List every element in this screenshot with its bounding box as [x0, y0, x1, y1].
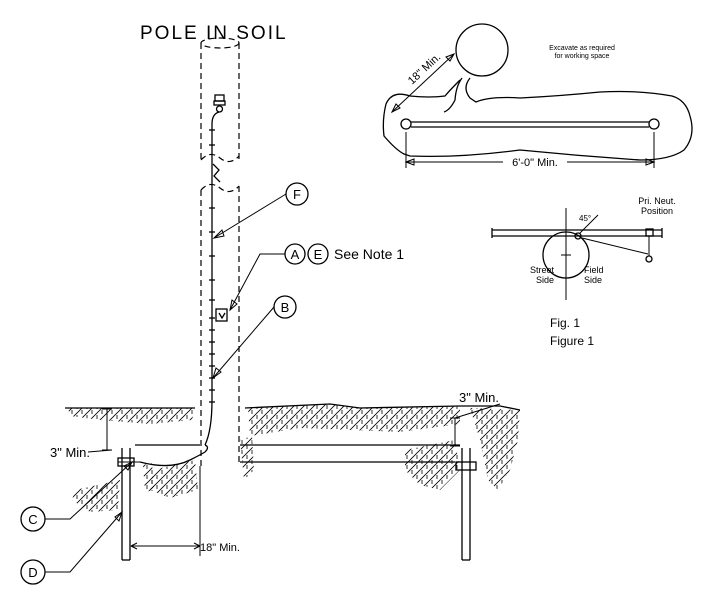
six-foot-min-label: 6'-0" Min.: [512, 157, 558, 169]
callout-f: F: [212, 182, 309, 239]
callout-c: C: [20, 460, 134, 532]
horizontal-18in-dimension: [130, 466, 201, 556]
street-side-label-line1: Street: [530, 265, 555, 275]
svg-text:A: A: [291, 247, 300, 262]
pole-lower-section: [200, 183, 240, 466]
three-inch-min-right-label: 3" Min.: [459, 390, 499, 405]
trench-outline: [135, 444, 460, 467]
figure-1-short-label: Fig. 1: [550, 316, 580, 330]
callout-a: A: [229, 243, 306, 312]
svg-text:B: B: [281, 300, 290, 315]
ground-wire: [204, 94, 228, 446]
street-side-label-line2: Side: [536, 275, 554, 285]
field-side-label-line2: Side: [584, 275, 602, 285]
excavation-plan-view: [382, 23, 693, 168]
pole-upper-section: [200, 37, 240, 163]
diagram-title: POLE IN SOIL: [140, 23, 288, 44]
svg-text:D: D: [28, 565, 37, 580]
ground-surface: [65, 403, 521, 512]
callout-d: D: [20, 510, 123, 585]
excavate-note-line2: for working space: [555, 53, 610, 60]
depth-dimension-right: [450, 403, 501, 447]
pri-neut-label-line1: Pri. Neut.: [638, 196, 676, 206]
three-inch-min-left-label: 3" Min.: [50, 445, 90, 460]
callout-b: B: [212, 295, 297, 380]
svg-text:C: C: [28, 512, 37, 527]
field-side-label-line1: Field: [584, 265, 604, 275]
see-note-label: See Note 1: [334, 246, 404, 262]
pri-neut-label-line2: Position: [641, 206, 673, 216]
eighteen-inch-min-bottom-label: 18" Min.: [200, 542, 240, 554]
ground-rod-right: [455, 448, 477, 561]
callout-e: E: [307, 243, 329, 265]
figure-1-long-label: Figure 1: [550, 334, 594, 348]
excavate-note-line1: Excavate as required: [549, 45, 615, 52]
svg-text:E: E: [314, 247, 323, 262]
pole-break-symbol: [212, 163, 221, 183]
svg-text:F: F: [293, 187, 301, 202]
figure-1-diagram: [491, 208, 663, 300]
figure-1-angle-label: 45°: [579, 214, 591, 223]
